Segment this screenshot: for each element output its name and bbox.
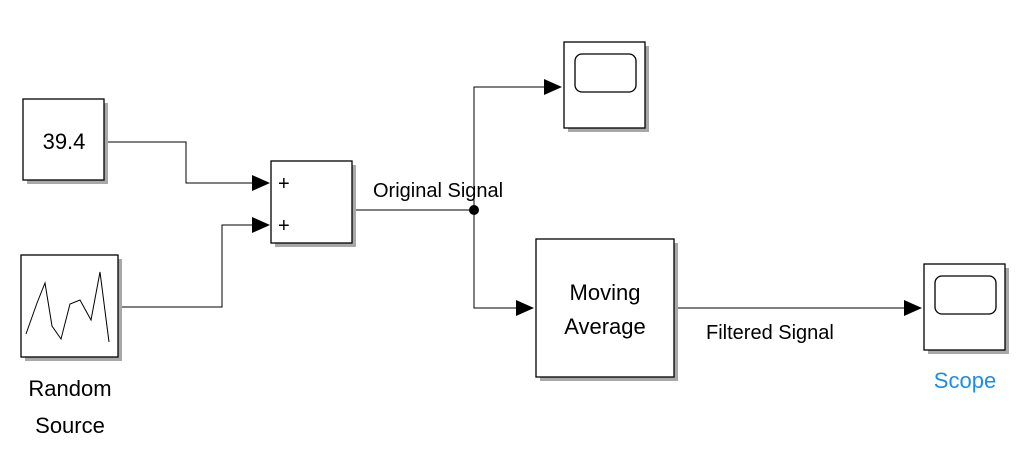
line-random-to-sum[interactable] [121, 224, 252, 308]
random-source-block[interactable] [20, 254, 122, 361]
sum-block[interactable]: + + [270, 160, 356, 247]
scope-screen-icon [934, 275, 997, 315]
line-constant-to-sum[interactable] [106, 141, 252, 184]
signal-lines [106, 79, 922, 316]
random-waveform-icon [25, 271, 110, 343]
scope-name[interactable]: Scope [934, 368, 996, 393]
arrowhead-scope [904, 300, 922, 316]
arrowhead-top-scope [544, 79, 562, 95]
random-source-name-line1: Random [28, 376, 111, 401]
sum-port2-sign: + [278, 215, 290, 237]
random-source-name-line2: Source [35, 413, 105, 438]
line-branch-to-moving-average[interactable] [473, 210, 516, 309]
line-branch-to-top-scope[interactable] [473, 86, 544, 210]
original-signal-label[interactable]: Original Signal [373, 180, 503, 202]
moving-average-label-line2: Average [564, 314, 646, 339]
moving-average-block[interactable]: Moving Average [535, 238, 678, 381]
scope-screen-icon [574, 53, 637, 93]
sum-port1-sign: + [278, 173, 290, 195]
constant-block[interactable]: 39.4 [22, 98, 108, 184]
arrowhead-sum-port1 [252, 175, 270, 191]
scope-block[interactable] [923, 263, 1009, 354]
filtered-signal-label[interactable]: Filtered Signal [706, 322, 834, 344]
constant-value: 39.4 [43, 129, 86, 154]
branch-point[interactable] [469, 205, 479, 215]
moving-average-label-line1: Moving [570, 280, 641, 305]
top-scope-block[interactable] [563, 41, 649, 132]
arrowhead-moving-average [516, 300, 534, 316]
arrowhead-sum-port2 [252, 217, 270, 233]
